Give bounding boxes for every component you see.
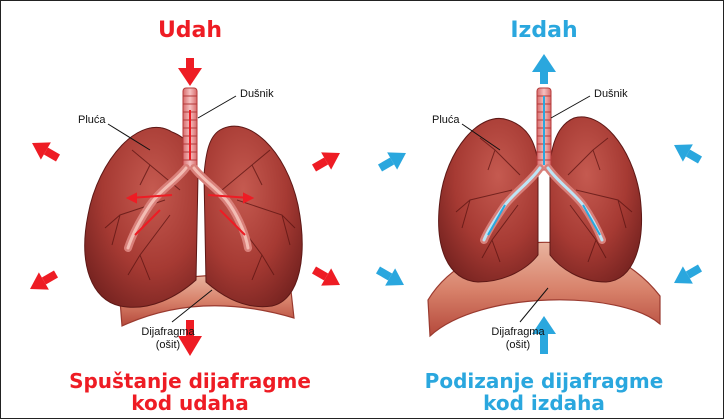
- inhale-arrow-down-top-icon: [178, 58, 202, 86]
- exhale-left-lung: [439, 118, 538, 282]
- exhale-arrow-up-top-icon: [532, 54, 556, 84]
- inhale-caption: Spuštanje dijafragme kod udaha: [40, 370, 340, 414]
- exhale-diaphragm-label-line2: (ošit): [480, 339, 556, 352]
- inhale-diaphragm-label-line1: Dijafragma: [130, 326, 206, 339]
- exhale-caption-line2: kod izdaha: [394, 392, 694, 414]
- exhale-trachea-label: Dušnik: [594, 88, 628, 100]
- exhale-title: Izdah: [494, 18, 594, 43]
- exhale-panel: [373, 54, 705, 354]
- inhale-caption-line1: Spuštanje dijafragme: [40, 370, 340, 392]
- exhale-caption: Podizanje dijafragme kod izdaha: [394, 370, 694, 414]
- inhale-title: Udah: [140, 18, 240, 43]
- exhale-diaphragm-label-line1: Dijafragma: [480, 326, 556, 339]
- inhale-diaphragm-label-line2: (ošit): [130, 339, 206, 352]
- inhale-caption-line2: kod udaha: [40, 392, 340, 414]
- inhale-diaphragm-label: Dijafragma (ošit): [130, 326, 206, 352]
- inhale-lungs-label: Pluća: [78, 114, 106, 126]
- exhale-diaphragm-label: Dijafragma (ošit): [480, 326, 556, 352]
- inhale-panel: [25, 58, 345, 356]
- inhale-right-lung: [204, 126, 302, 307]
- exhale-lungs-label: Pluća: [432, 114, 460, 126]
- exhale-caption-line1: Podizanje dijafragme: [394, 370, 694, 392]
- exhale-right-lung: [550, 117, 642, 282]
- inhale-trachea-label: Dušnik: [240, 88, 274, 100]
